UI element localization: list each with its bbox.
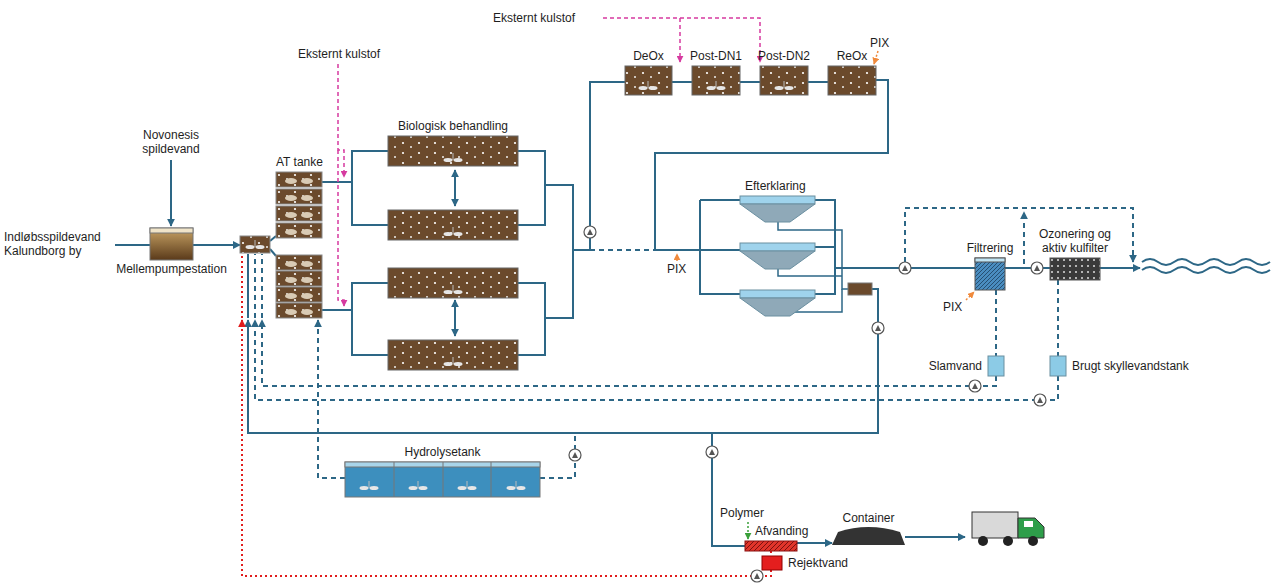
flow-line <box>248 316 878 433</box>
node-label: Efterklaring <box>745 179 806 193</box>
flow-line <box>318 320 345 478</box>
flow-line <box>880 267 975 269</box>
flow-line <box>262 320 996 386</box>
node-label: AT tanke <box>276 155 323 169</box>
node-label: Brugt skyllevandstank <box>1072 359 1189 373</box>
sludge-container: Container <box>832 528 905 545</box>
annotation-label: PIX <box>667 262 686 276</box>
hydrolysis-tank: Hydrolysetank <box>345 462 540 497</box>
annotation-label: Eksternt kulstof <box>298 47 380 61</box>
process-tank: Post-DN2 <box>760 66 808 95</box>
flow-line <box>770 551 772 556</box>
annotation-label: Eksternt kulstof <box>493 11 575 25</box>
annotation-label: Polymer <box>720 506 764 520</box>
annotation-label: Indløbsspildevand Kalundborg by <box>4 230 116 258</box>
process-tank: ReOx <box>828 66 876 95</box>
clarifier-group: Efterklaring <box>740 196 880 316</box>
flow-line <box>518 151 740 250</box>
node-label: Afvanding <box>755 524 808 538</box>
flow-line <box>797 542 832 544</box>
node-label: Post-DN1 <box>690 49 742 63</box>
filter-unit: Filtrering <box>975 258 1005 290</box>
reject-water-tank: Rejektvand <box>762 556 782 570</box>
flow-line <box>255 320 1058 400</box>
flow-line <box>655 80 888 250</box>
flow-line <box>322 151 388 182</box>
flow-line <box>740 81 760 83</box>
node-label: Ozonering og aktiv kulfilter <box>1030 227 1120 255</box>
node-label: Filtrering <box>967 241 1014 255</box>
flow-line <box>540 316 878 478</box>
tank-group: AT tanke <box>240 172 322 320</box>
process-tank: Post-DN1 <box>692 66 740 95</box>
flow-line <box>672 81 692 83</box>
flow-line <box>193 244 240 246</box>
basin-group: Biologisk behandling <box>388 136 518 370</box>
pump-station: Mellempumpestation <box>150 228 193 260</box>
flow-line <box>242 320 771 576</box>
flow-line <box>995 290 997 356</box>
node-label: Hydrolysetank <box>404 445 480 459</box>
annotation-label: PIX <box>870 36 889 50</box>
process-tank: DeOx <box>625 66 672 95</box>
node-label: Slamvand <box>929 359 982 373</box>
dewatering-unit: Afvanding <box>745 541 797 551</box>
node-label: Rejektvand <box>788 556 848 570</box>
node-label: Mellempumpestation <box>116 262 227 276</box>
flow-line <box>808 81 828 83</box>
ozone-carbon-filter: Ozonering og aktiv kulfilter <box>1050 258 1100 280</box>
storage-tank: Slamvand <box>988 356 1004 376</box>
node-label: Container <box>842 511 894 525</box>
node-label: Post-DN2 <box>758 49 810 63</box>
annotation-label: PIX <box>943 300 962 314</box>
node-label: ReOx <box>837 49 868 63</box>
node-label: Biologisk behandling <box>398 119 508 133</box>
node-label: DeOx <box>633 49 664 63</box>
annotation-label: Novonesis spildevand <box>131 128 211 156</box>
flow-line <box>518 82 625 250</box>
storage-tank: Brugt skyllevandstank <box>1050 356 1066 376</box>
flow-line <box>1057 280 1059 356</box>
